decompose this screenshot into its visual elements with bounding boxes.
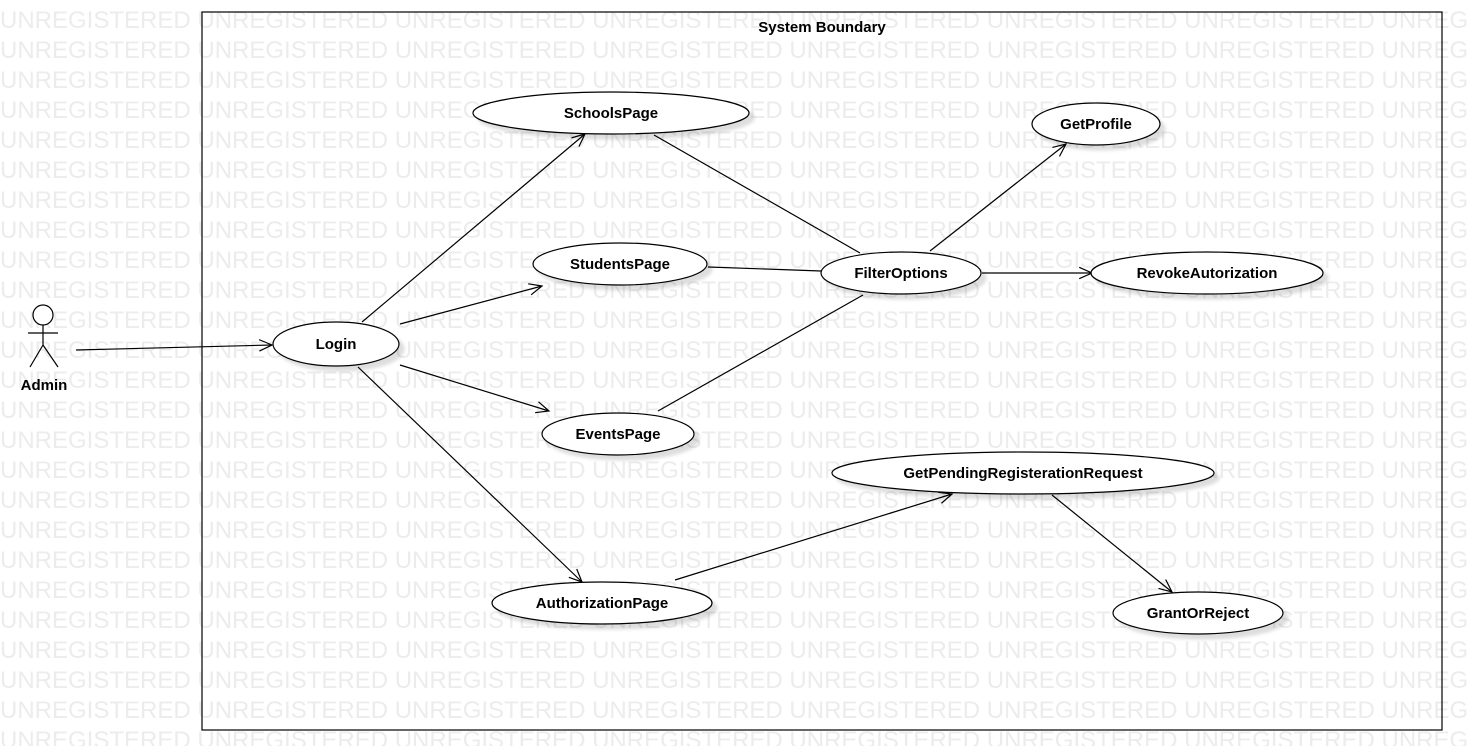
watermark-line: UNREGISTERED UNREGISTERED UNREGISTERED U…: [0, 217, 1467, 244]
use-case-label: GrantOrReject: [1147, 605, 1250, 622]
system-boundary: System Boundary: [201, 11, 1443, 731]
arrowhead: [1052, 143, 1068, 157]
use-case-label: EventsPage: [575, 426, 660, 443]
watermark-line: UNREGISTERED UNREGISTERED UNREGISTERED U…: [0, 457, 1467, 484]
use-case-label: GetProfile: [1060, 116, 1132, 133]
relation-login-to-students: [399, 283, 544, 325]
use-case-label: GetPendingRegisterationRequest: [903, 465, 1142, 482]
use-case-events-page[interactable]: EventsPage: [541, 412, 695, 456]
watermark-line: UNREGISTERED UNREGISTERED UNREGISTERED U…: [0, 37, 1467, 64]
use-case-login[interactable]: Login: [272, 321, 400, 367]
relation-actor-to-login: [75, 339, 274, 352]
arrowhead: [1158, 579, 1174, 593]
arrowhead: [258, 339, 274, 352]
use-case-students-page[interactable]: StudentsPage: [532, 242, 708, 286]
use-case-label: FilterOptions: [854, 265, 947, 282]
use-case-label: AuthorizationPage: [536, 595, 669, 612]
relation-authorization-to-pending: [674, 491, 954, 581]
watermark-line: UNREGISTERED UNREGISTERED UNREGISTERED U…: [0, 337, 1467, 364]
use-case-filter-options[interactable]: FilterOptions: [820, 251, 982, 295]
actor-admin[interactable]: [28, 304, 59, 368]
system-boundary-title: System Boundary: [758, 19, 886, 36]
relation-events-to-filter: [657, 294, 864, 412]
arrowhead: [535, 401, 551, 414]
watermark-line: UNREGISTERED UNREGISTERED UNREGISTERED U…: [0, 127, 1467, 154]
use-case-authorization-page[interactable]: AuthorizationPage: [491, 581, 713, 625]
relation-login-to-events: [399, 364, 551, 414]
watermark-line: UNREGISTERED UNREGISTERED UNREGISTERED U…: [0, 187, 1467, 214]
watermark-line: UNREGISTERED UNREGISTERED UNREGISTERED U…: [0, 667, 1467, 694]
watermark-line: UNREGISTERED UNREGISTERED UNREGISTERED U…: [0, 517, 1467, 544]
use-case-label: StudentsPage: [570, 256, 670, 273]
watermark-line: UNREGISTERED UNREGISTERED UNREGISTERED U…: [0, 307, 1467, 334]
use-case-get-profile[interactable]: GetProfile: [1031, 102, 1161, 146]
relation-schools-to-filter: [653, 134, 861, 254]
watermark-line: UNREGISTERED UNREGISTERED UNREGISTERED U…: [0, 397, 1467, 424]
relation-login-to-authorization: [357, 366, 584, 584]
use-case-revoke-autorization[interactable]: RevokeAutorization: [1090, 251, 1324, 295]
watermark-line: UNREGISTERED UNREGISTERED UNREGISTERED U…: [0, 547, 1467, 574]
use-case-get-pending-registeration-request[interactable]: GetPendingRegisterationRequest: [831, 451, 1215, 495]
use-case-label: Login: [316, 336, 357, 353]
use-case-grant-or-reject[interactable]: GrantOrReject: [1112, 591, 1284, 635]
use-case-label: RevokeAutorization: [1137, 265, 1278, 282]
watermark-line: UNREGISTERED UNREGISTERED UNREGISTERED U…: [0, 727, 1467, 746]
relation-filter-to-revoke: [982, 266, 1094, 280]
watermark-line: UNREGISTERED UNREGISTERED UNREGISTERED U…: [0, 637, 1467, 664]
use-case-schools-page[interactable]: SchoolsPage: [472, 91, 750, 135]
watermark-line: UNREGISTERED UNREGISTERED UNREGISTERED U…: [0, 367, 1467, 394]
arrowhead: [938, 491, 954, 504]
watermark-line: UNREGISTERED UNREGISTERED UNREGISTERED U…: [0, 157, 1467, 184]
watermark-line: UNREGISTERED UNREGISTERED UNREGISTERED U…: [0, 67, 1467, 94]
relation-login-to-schools: [361, 133, 587, 323]
relations: [75, 133, 1174, 593]
arrowhead: [528, 283, 544, 296]
relation-students-to-filter: [707, 266, 822, 272]
relation-filter-to-getprofile: [929, 143, 1068, 252]
relation-pending-to-grant: [1051, 494, 1174, 593]
actor-admin-label: Admin: [21, 377, 68, 394]
watermark-line: UNREGISTERED UNREGISTERED UNREGISTERED U…: [0, 427, 1467, 454]
watermark-line: UNREGISTERED UNREGISTERED UNREGISTERED U…: [0, 697, 1467, 724]
watermark-line: UNREGISTERED UNREGISTERED UNREGISTERED U…: [0, 487, 1467, 514]
use-case-label: SchoolsPage: [564, 105, 658, 122]
